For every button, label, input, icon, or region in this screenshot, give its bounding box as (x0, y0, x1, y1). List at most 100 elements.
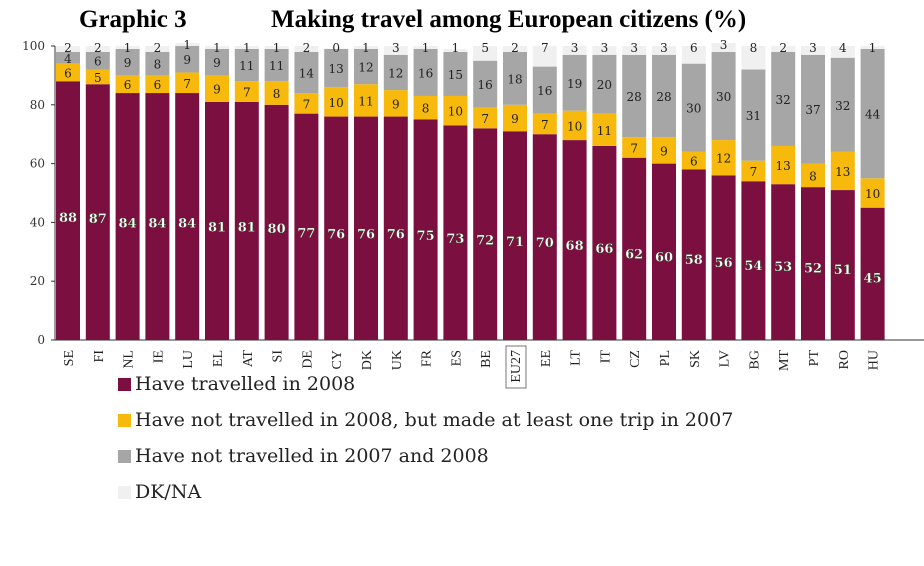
bar-segment-ie-2 (145, 51, 170, 76)
data-label-cz-3: 3 (630, 41, 638, 55)
x-tick-label-fi: FI (92, 350, 107, 363)
bar-segment-mt-2 (771, 51, 796, 146)
data-label-uk-0: 76 (387, 228, 405, 243)
bar-segment-ro-0 (830, 190, 855, 340)
data-label-cy-1: 10 (329, 96, 344, 110)
bar-segment-de-3 (294, 46, 319, 52)
bar-segment-ro-2 (830, 57, 855, 152)
legend-item: Have not travelled in 2007 and 2008 (118, 438, 733, 474)
data-label-uk-1: 9 (392, 97, 400, 111)
x-tick-label-it: IT (598, 350, 613, 364)
x-tick-label-lu: LU (181, 350, 196, 369)
x-tick-label-uk: UK (390, 350, 405, 370)
bar-segment-lt-1 (562, 110, 587, 141)
data-label-de-0: 77 (297, 226, 315, 241)
data-label-pt-3: 3 (809, 41, 817, 55)
legend-label: Have travelled in 2008 (135, 373, 356, 395)
data-label-mt-0: 53 (774, 260, 792, 275)
legend-swatch (118, 413, 131, 427)
bar-segment-cy-2 (324, 48, 349, 88)
bar-segment-bg-3 (741, 46, 766, 70)
bar-segment-it-0 (592, 145, 617, 340)
data-label-lv-3: 3 (720, 38, 728, 52)
data-label-uk-2: 12 (388, 66, 403, 80)
data-label-ro-1: 13 (835, 165, 850, 179)
data-label-cy-3: 0 (332, 41, 340, 55)
data-label-fr-1: 8 (422, 102, 430, 116)
bar-segment-hu-3 (860, 46, 885, 49)
data-label-pl-1: 9 (660, 144, 668, 158)
bar-segment-nl-0 (115, 93, 140, 340)
bar-segment-es-0 (443, 125, 468, 340)
x-tick-label-es: ES (449, 350, 464, 366)
data-label-dk-2: 12 (358, 61, 373, 75)
data-label-de-2: 14 (299, 66, 315, 80)
data-label-pt-1: 8 (809, 169, 817, 183)
x-tick-label-lv: LV (718, 350, 733, 367)
x-tick-label-bg: BG (747, 350, 762, 369)
bar-segment-lu-2 (175, 46, 200, 73)
bar-segment-mt-0 (771, 184, 796, 340)
data-label-dk-3: 1 (362, 41, 370, 55)
data-label-bg-0: 54 (744, 259, 762, 274)
data-label-nl-2: 9 (124, 56, 132, 70)
data-label-it-1: 11 (597, 124, 612, 138)
bar-segment-eu27-3 (503, 46, 527, 52)
data-label-fr-0: 75 (417, 229, 435, 244)
x-tick-label-ro: RO (837, 350, 852, 369)
x-tick-label-de: DE (300, 350, 315, 369)
bar-segment-el-2 (205, 48, 229, 76)
data-label-eu27-3: 2 (511, 41, 519, 55)
bar-segment-el-1 (205, 75, 229, 102)
bar-segment-pl-3 (652, 46, 676, 55)
bar-segment-lv-2 (711, 51, 736, 141)
chart-title: Making travel among European citizens (%… (271, 6, 747, 33)
legend-item: Have travelled in 2008 (118, 366, 733, 402)
bar-segment-at-1 (234, 81, 259, 102)
data-label-hu-1: 10 (865, 187, 880, 201)
bar-segment-se-0 (56, 81, 80, 340)
bar-segment-de-1 (294, 93, 319, 114)
bar-segment-ee-2 (532, 66, 557, 114)
data-label-bg-3: 8 (750, 41, 758, 55)
data-label-fi-0: 87 (89, 212, 107, 227)
bar-segment-si-3 (264, 46, 289, 49)
bar-segment-pt-1 (801, 163, 825, 188)
y-tick-label: 60 (30, 157, 45, 171)
bar-segment-dk-1 (354, 84, 378, 117)
legend-item: DK/NA (118, 474, 733, 510)
bar-segment-nl-3 (115, 46, 140, 49)
bar-segment-at-0 (234, 101, 259, 340)
bar-segment-ro-1 (830, 151, 855, 191)
y-tick-label: 100 (22, 39, 45, 53)
data-label-be-3: 5 (481, 41, 489, 55)
data-label-eu27-1: 9 (511, 112, 519, 126)
bar-segment-fi-1 (85, 69, 110, 85)
y-tick-label: 0 (37, 333, 45, 347)
data-label-ee-2: 16 (537, 84, 552, 98)
data-label-bg-1: 7 (750, 165, 758, 179)
bar-segment-mt-3 (771, 46, 796, 52)
data-label-se-2: 4 (64, 52, 72, 66)
bar-segment-it-2 (592, 54, 617, 114)
bar-segment-fr-0 (413, 119, 438, 340)
bar-segment-sk-3 (681, 46, 706, 64)
data-label-fr-3: 1 (422, 41, 430, 55)
x-tick-label-pt: PT (807, 350, 822, 367)
bar-segment-uk-0 (383, 116, 408, 340)
bar-segment-sk-0 (681, 169, 706, 340)
bar-segment-si-1 (264, 81, 289, 105)
data-label-es-1: 10 (448, 105, 463, 119)
bar-segment-be-0 (473, 128, 498, 340)
data-label-pt-0: 52 (804, 262, 822, 277)
bar-segment-pl-0 (652, 163, 676, 340)
x-tick-label-el: EL (211, 350, 226, 367)
graphic-label: Graphic 3 (79, 6, 187, 33)
legend-label: Have not travelled in 2008, but made at … (135, 409, 734, 431)
data-label-sk-3: 6 (690, 41, 698, 55)
bar-segment-fr-3 (413, 46, 438, 49)
data-label-ee-1: 7 (541, 118, 549, 132)
data-label-lv-2: 30 (716, 90, 731, 104)
bar-segment-nl-1 (115, 75, 140, 94)
